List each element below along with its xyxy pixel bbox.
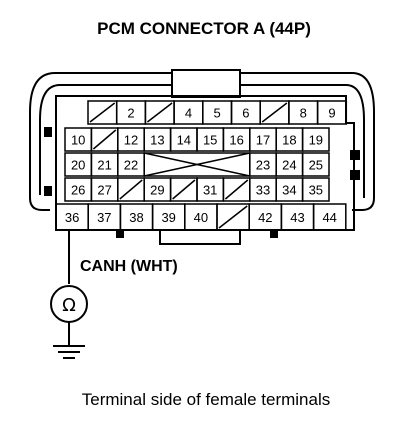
blocked-cavity bbox=[143, 152, 251, 177]
unused-slot-mark bbox=[92, 129, 117, 150]
terminal-label: 15 bbox=[203, 133, 217, 148]
terminal-label: 12 bbox=[124, 133, 138, 148]
terminal-label: 35 bbox=[309, 183, 323, 198]
connector-housing bbox=[29, 69, 375, 245]
terminal-label: 37 bbox=[97, 210, 111, 225]
terminal-label: 2 bbox=[127, 106, 134, 121]
ohmmeter-symbol: Ω bbox=[62, 295, 76, 316]
terminal-25 bbox=[301, 152, 330, 177]
terminal-label: 8 bbox=[300, 106, 307, 121]
terminal-label: 18 bbox=[282, 133, 296, 148]
terminal-label: 36 bbox=[65, 210, 79, 225]
terminal-label: 13 bbox=[150, 133, 164, 148]
unused-slot-mark bbox=[261, 102, 288, 123]
terminal-9 bbox=[316, 100, 348, 125]
caption: Terminal side of female terminals bbox=[82, 390, 330, 409]
unused-slot-mark bbox=[172, 179, 196, 200]
terminal-label: 23 bbox=[256, 158, 270, 173]
test-lead bbox=[50, 230, 88, 346]
terminal-label: 21 bbox=[97, 158, 111, 173]
terminal-label: 26 bbox=[71, 183, 85, 198]
terminal-label: 38 bbox=[129, 210, 143, 225]
terminal-label: 5 bbox=[214, 106, 221, 121]
terminal-44 bbox=[312, 203, 347, 231]
terminal-label: 22 bbox=[124, 158, 138, 173]
terminal-label: 4 bbox=[185, 106, 192, 121]
terminal-label: 19 bbox=[309, 133, 323, 148]
unused-slot-mark bbox=[89, 102, 116, 123]
terminal-label: 29 bbox=[150, 183, 164, 198]
diagram-title: PCM CONNECTOR A (44P) bbox=[97, 19, 311, 38]
terminal-label: 42 bbox=[258, 210, 272, 225]
terminal-label: 33 bbox=[256, 183, 270, 198]
signal-label: CANH (WHT) bbox=[80, 258, 178, 275]
unused-slot-mark bbox=[224, 179, 249, 200]
terminal-label: 40 bbox=[194, 210, 208, 225]
terminal-label: 34 bbox=[282, 183, 296, 198]
terminal-label: 44 bbox=[322, 210, 336, 225]
terminal-label: 25 bbox=[309, 158, 323, 173]
unused-slot-mark bbox=[119, 179, 143, 200]
terminal-label: 24 bbox=[282, 158, 296, 173]
terminal-label: 6 bbox=[242, 106, 249, 121]
terminal-label: 27 bbox=[97, 183, 111, 198]
unused-slot-mark bbox=[218, 205, 248, 229]
terminal-label: 16 bbox=[229, 133, 243, 148]
terminal-label: 9 bbox=[328, 106, 335, 121]
ground-icon bbox=[53, 345, 85, 359]
terminal-35 bbox=[301, 177, 330, 202]
terminal-label: 39 bbox=[161, 210, 175, 225]
terminal-label: 20 bbox=[71, 158, 85, 173]
unused-slot-mark bbox=[146, 102, 173, 123]
terminal-label: 10 bbox=[71, 133, 85, 148]
terminal-label: 17 bbox=[256, 133, 270, 148]
terminal-label: 43 bbox=[290, 210, 304, 225]
blocked-cavity-cross bbox=[144, 152, 250, 177]
housing-tabs bbox=[44, 127, 360, 238]
terminal-19 bbox=[301, 127, 330, 152]
terminal-label: 31 bbox=[203, 183, 217, 198]
terminal-label: 14 bbox=[177, 133, 191, 148]
